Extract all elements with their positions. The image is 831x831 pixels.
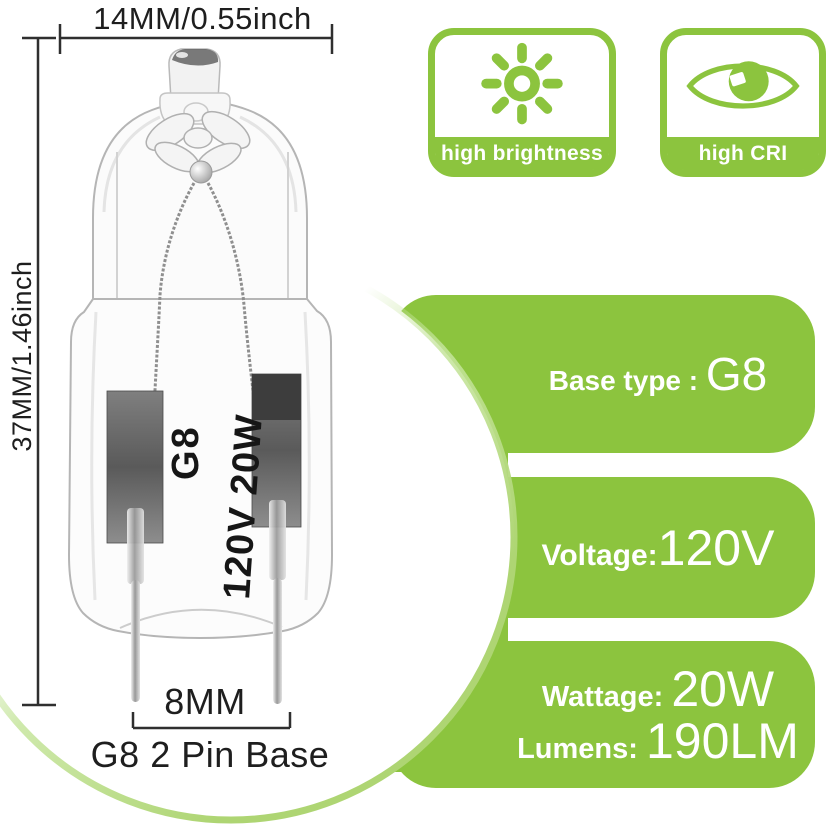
pin-left [127,508,144,702]
spec-voltage-value: 120V [657,519,775,576]
bulb-illustration: G8 120V 20W [67,48,334,704]
spec-base-type-label: Base type : [548,365,706,396]
sun-brightness-icon [481,42,563,124]
glass-pinch [145,110,251,174]
spec-wattage-lumens: Wattage: 20W Lumens: 190LM [500,641,816,788]
spec-wattage-label: Wattage: [541,680,672,713]
spec-voltage-label: Voltage: [541,538,658,572]
bulb-marking-base-code: G8 [165,425,207,480]
spec-voltage: Voltage: 120V [500,477,816,618]
feature-badge-brightness: high brightness [428,28,616,177]
spec-lumens-value: 190LM [646,712,799,769]
spec-base-type: Base type : G8 [500,295,816,453]
feature-badge-cri-label: high CRI [667,137,819,170]
feature-badge-brightness-label: high brightness [435,137,609,170]
spec-wattage-value: 20W [671,660,775,717]
feature-badge-cri: high CRI [660,28,826,177]
base-type-caption: G8 2 Pin Base [90,734,330,775]
width-dimension-label: 14MM/0.55inch [93,1,312,36]
eye-cri-icon [686,61,800,109]
dimension-lines [22,24,334,730]
pin-spacing-label: 8MM [164,681,246,722]
pin-right [269,500,286,704]
spec-lumens-label: Lumens: [517,732,646,765]
spec-base-type-value: G8 [705,348,768,400]
height-dimension-label: 37MM/1.46inch [7,260,37,452]
